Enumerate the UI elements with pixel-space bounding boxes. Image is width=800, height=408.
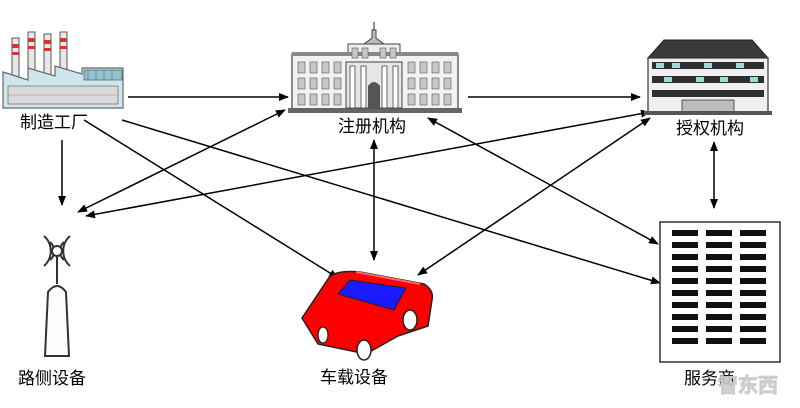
server-node: 服务商: [659, 221, 781, 389]
vehicle-node: 车载设备: [301, 270, 434, 388]
arrow-registry-to-server: [427, 117, 659, 245]
arrow-factory-to-vehicle: [83, 119, 339, 279]
server-label: 服务商: [684, 369, 735, 389]
authority-label: 授权机构: [676, 119, 744, 139]
authority-node: 授权机构: [644, 39, 772, 139]
factory-icon: [2, 31, 124, 109]
vehicle-label: 车载设备: [320, 368, 388, 388]
factory-label: 制造工厂: [20, 113, 88, 133]
arrow-authority-to-vehicle: [417, 117, 651, 276]
arrow-registry-to-roadside: [77, 109, 286, 213]
office-building-icon: [644, 39, 772, 115]
registry-node: 注册机构: [288, 22, 462, 137]
server-building-icon: [659, 221, 781, 363]
roadside-node: 路侧设备: [18, 235, 86, 389]
watermark: 智东西: [718, 373, 778, 397]
factory-node: 制造工厂: [2, 31, 124, 133]
car-icon: [301, 270, 434, 361]
antenna-tower-icon: [43, 235, 71, 357]
government-building-icon: [288, 22, 462, 113]
registry-label: 注册机构: [338, 117, 406, 137]
roadside-label: 路侧设备: [18, 369, 86, 389]
edges-layer: [58, 93, 718, 285]
